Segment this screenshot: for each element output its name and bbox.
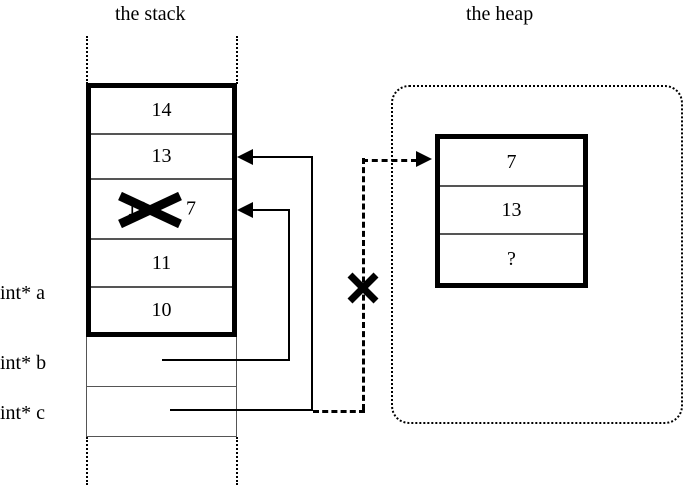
pointer-c-arrowhead xyxy=(237,149,253,165)
stack-wall-right-top xyxy=(236,36,238,84)
heap-title: the heap xyxy=(466,3,534,25)
heap-cell-2-value: ? xyxy=(507,247,516,270)
struck-value-x-icon xyxy=(118,191,182,229)
broken-pointer-x-icon xyxy=(347,272,379,304)
heap-block: 7 13 ? xyxy=(435,134,588,288)
stack-cell-0: 14 xyxy=(91,88,232,135)
stack-pointer-cell-c xyxy=(87,387,236,437)
freed-pointer-segment-horizontal-top xyxy=(362,159,417,162)
stack-wall-left-bottom xyxy=(86,437,88,485)
stack-cell-3-value: 11 xyxy=(151,251,172,274)
pointer-c-segment-horizontal-end xyxy=(252,156,313,158)
stack-cell-0-value: 14 xyxy=(151,99,172,121)
heap-cell-0: 7 xyxy=(440,139,583,187)
stack-wall-left-top xyxy=(86,36,88,84)
pointer-b-segment-vertical xyxy=(288,209,290,361)
pointer-c-segment-vertical xyxy=(311,156,313,411)
pointer-b-segment-horizontal-end xyxy=(252,209,290,211)
variable-label-a: int* a xyxy=(0,282,45,304)
stack-cell-3: 11 xyxy=(91,240,232,288)
pointer-b-arrowhead xyxy=(237,202,253,218)
stack-title: the stack xyxy=(115,3,186,25)
freed-pointer-segment-horizontal-bottom xyxy=(313,410,365,413)
variable-label-b: int* b xyxy=(0,352,47,374)
freed-pointer-arrowhead xyxy=(416,151,432,167)
heap-cell-2: ? xyxy=(440,235,583,283)
stack-cell-4: 10 xyxy=(91,288,232,332)
stack-cell-2-overwrite: 7 xyxy=(186,197,196,220)
heap-cell-0-value: 7 xyxy=(506,150,517,173)
stack-cell-1: 13 xyxy=(91,135,232,180)
stack-frame: 14 13 12 7 11 10 xyxy=(86,83,237,337)
variable-label-c: int* c xyxy=(0,402,45,424)
heap-region xyxy=(391,85,683,424)
stack-cell-1-value: 13 xyxy=(151,145,172,167)
pointer-b-segment-horizontal-start xyxy=(162,359,290,361)
heap-cell-1-value: 13 xyxy=(501,198,522,221)
heap-cell-1: 13 xyxy=(440,187,583,235)
stack-pointer-cell-b xyxy=(87,337,236,387)
stack-pointer-cells xyxy=(86,337,237,437)
stack-cell-4-value: 10 xyxy=(151,298,172,321)
pointer-c-segment-horizontal-start xyxy=(170,409,313,411)
stack-cell-2: 12 7 xyxy=(91,180,232,240)
stack-wall-right-bottom xyxy=(236,437,238,485)
